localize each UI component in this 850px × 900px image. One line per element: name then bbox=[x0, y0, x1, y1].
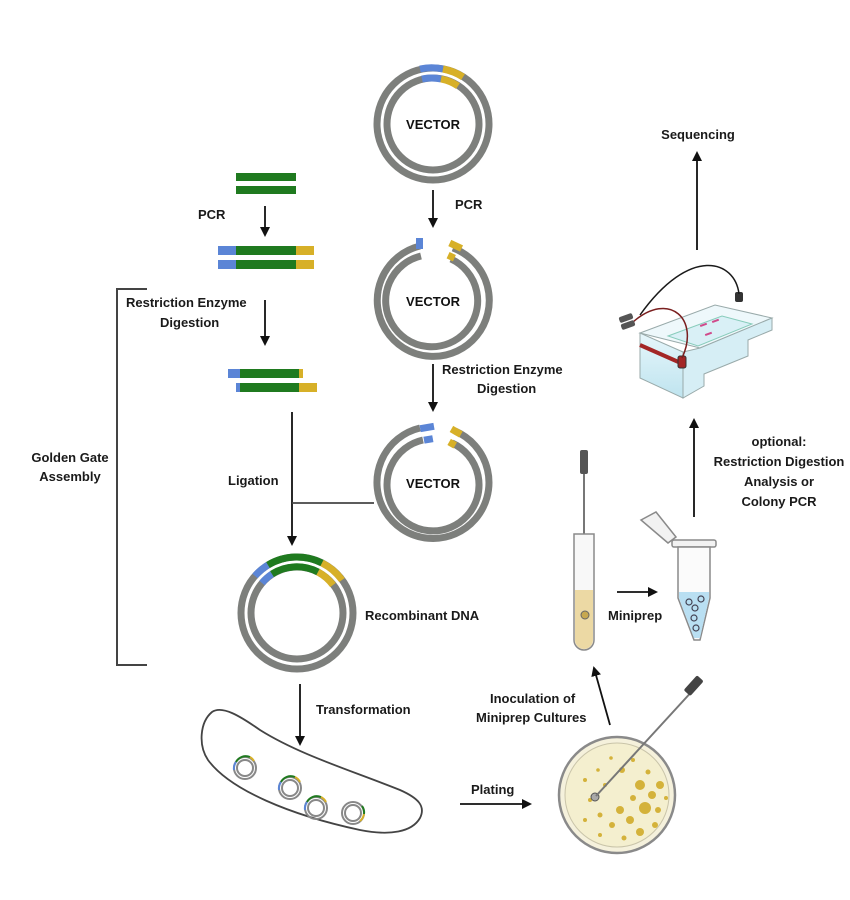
vector-label-top: VECTOR bbox=[406, 117, 461, 132]
red-right-line2: Digestion bbox=[477, 381, 536, 396]
pcr-label-right: PCR bbox=[455, 197, 483, 212]
golden-gate-line1: Golden Gate bbox=[31, 450, 108, 465]
plasmid-icon-cell-1 bbox=[232, 755, 257, 780]
plasmid-icon-cell-4 bbox=[341, 801, 366, 825]
red-left-line2: Digestion bbox=[160, 315, 219, 330]
plasmid-icon-cell-3 bbox=[303, 795, 328, 820]
inoculation-line1: Inoculation of bbox=[490, 691, 576, 706]
gel-box-icon bbox=[618, 264, 774, 399]
insert-dna-digested bbox=[228, 369, 317, 392]
microtube-icon bbox=[639, 511, 717, 641]
golden-gate-line2: Assembly bbox=[39, 469, 101, 484]
plasmid-icon-vector-digested: VECTOR bbox=[373, 422, 493, 542]
plating-label: Plating bbox=[471, 782, 514, 797]
insert-dna-pcr bbox=[218, 246, 314, 269]
plasmid-icon-cell-2 bbox=[277, 775, 302, 800]
optional-line1: optional: bbox=[752, 434, 807, 449]
vector-label-mid: VECTOR bbox=[406, 294, 461, 309]
bacterium-icon bbox=[200, 708, 423, 834]
pcr-label-left: PCR bbox=[198, 207, 226, 222]
red-left-line1: Restriction Enzyme bbox=[126, 295, 247, 310]
petri-dish-icon bbox=[557, 676, 703, 855]
vector-label-low: VECTOR bbox=[406, 476, 461, 491]
sequencing-label: Sequencing bbox=[661, 127, 735, 142]
plasmid-icon-recombinant bbox=[237, 553, 357, 673]
transformation-label: Transformation bbox=[316, 702, 411, 717]
recombinant-label: Recombinant DNA bbox=[365, 608, 480, 623]
plasmid-icon-vector-pcr: VECTOR bbox=[373, 238, 493, 360]
golden-gate-bracket bbox=[116, 288, 147, 666]
inoculation-line2: Miniprep Cultures bbox=[476, 710, 587, 725]
arrow-inoculation bbox=[591, 666, 611, 726]
insert-dna-raw bbox=[236, 173, 296, 194]
red-right-line1: Restriction Enzyme bbox=[442, 362, 563, 377]
optional-line3: Analysis or bbox=[744, 474, 814, 489]
optional-line4: Colony PCR bbox=[741, 494, 817, 509]
miniprep-label: Miniprep bbox=[608, 608, 662, 623]
ligation-label: Ligation bbox=[228, 473, 279, 488]
optional-line2: Restriction Digestion bbox=[714, 454, 845, 469]
culture-tube-icon bbox=[573, 450, 595, 651]
plasmid-icon-vector-intact: VECTOR bbox=[373, 64, 493, 184]
